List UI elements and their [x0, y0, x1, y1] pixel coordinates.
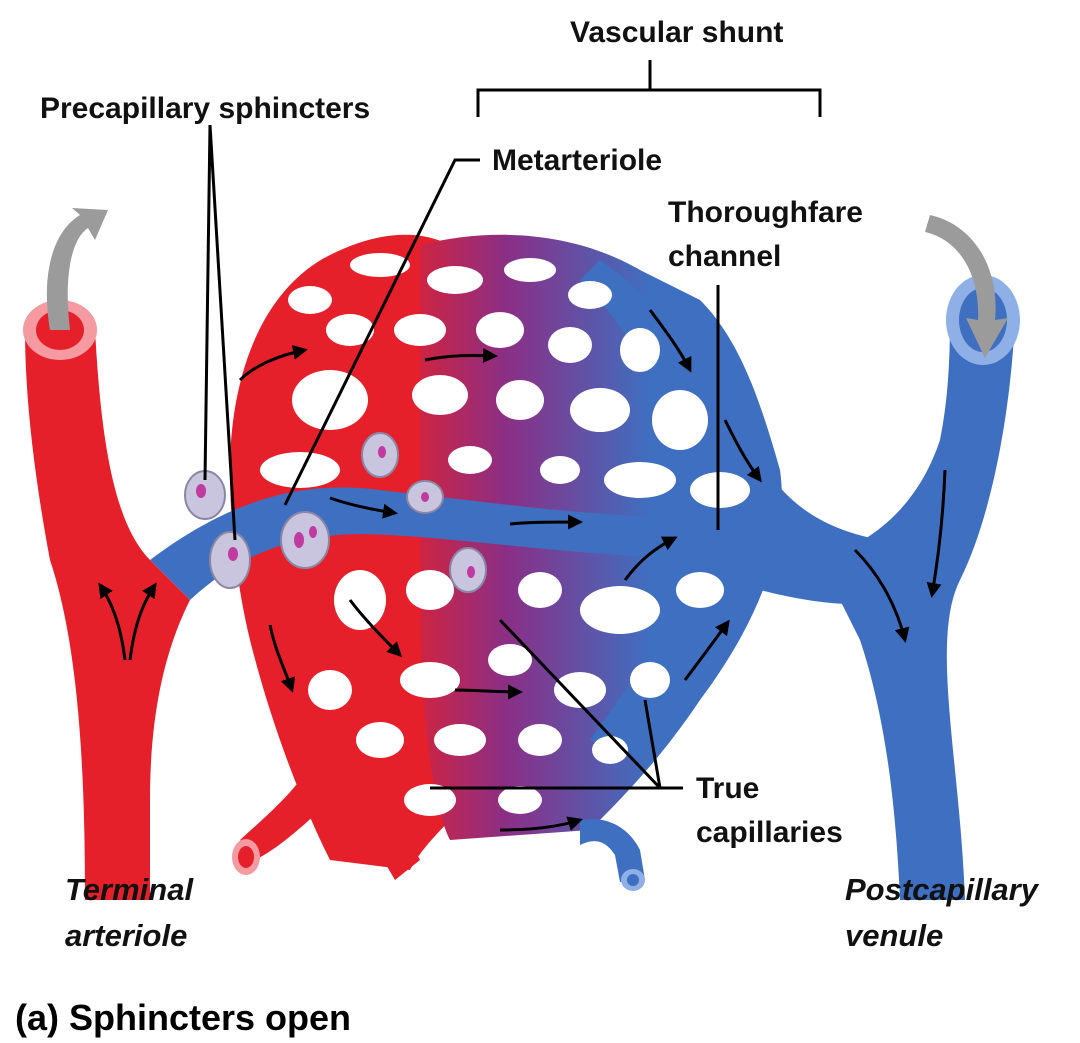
vascular-shunt-bracket — [478, 60, 820, 117]
sphincter-icon — [450, 548, 486, 592]
terminal-arteriole — [23, 300, 190, 900]
figure-caption: (a) Sphincters open — [15, 997, 351, 1038]
postcapillary-venule-label-line1: Postcapillary — [845, 872, 1040, 907]
terminal-arteriole-label-line2: arteriole — [65, 918, 187, 953]
postcapillary-venule-label-line2: venule — [845, 918, 943, 953]
postcapillary-venule — [820, 275, 1020, 900]
terminal-arteriole-label-line1: Terminal — [65, 872, 194, 907]
thoroughfare-label-line2: channel — [668, 240, 781, 273]
vascular-shunt-label: Vascular shunt — [570, 16, 783, 49]
precapillary-sphincters-label: Precapillary sphincters — [40, 92, 370, 125]
sphincter-icon — [281, 512, 329, 568]
capillary-bed — [150, 235, 900, 882]
sphincter-icon — [407, 481, 443, 513]
metarteriole-label: Metarteriole — [492, 144, 662, 177]
true-capillaries-label-line2: capillaries — [696, 816, 843, 849]
thoroughfare-label-line1: Thoroughfare — [668, 196, 863, 229]
sphincter-icon — [362, 433, 398, 477]
cut-vessel-ends — [232, 839, 645, 891]
true-capillaries-label-line1: True — [696, 772, 759, 805]
sphincter-icon — [210, 532, 250, 588]
